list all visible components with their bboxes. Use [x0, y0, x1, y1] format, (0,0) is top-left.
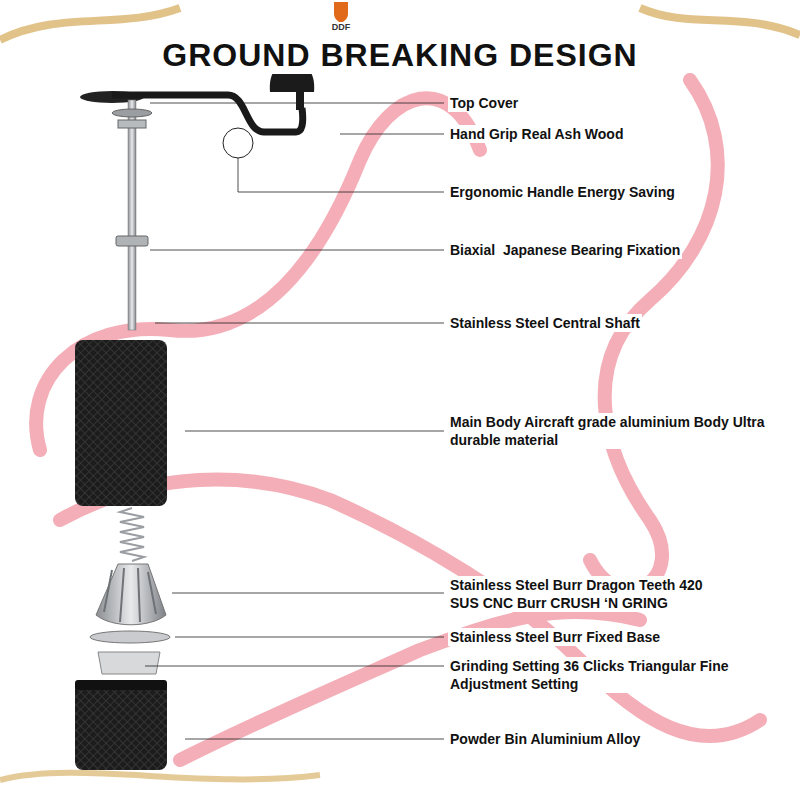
gold-ribbon — [0, 8, 180, 40]
gold-ribbon — [0, 773, 320, 780]
central-shaft — [128, 100, 136, 330]
washer — [112, 109, 152, 117]
part-label: Powder Bin Aluminium Alloy — [448, 730, 642, 748]
part-label: Biaxial Japanese Bearing Fixation — [448, 241, 682, 259]
part-label: Ergonomic Handle Energy Saving — [448, 183, 677, 201]
part-label: Stainless Steel Burr Fixed Base — [448, 628, 662, 646]
part-label: Stainless Steel Burr Dragon Teeth 420 SU… — [448, 576, 720, 612]
crank-handle — [112, 95, 303, 132]
burr — [96, 564, 166, 625]
part-label: Top Cover — [448, 94, 520, 112]
bearing — [116, 236, 148, 246]
spring — [120, 508, 144, 561]
logo-shield — [334, 2, 348, 23]
gold-ribbon — [640, 8, 800, 35]
burr-base — [90, 631, 170, 643]
knob-stem — [296, 92, 304, 110]
main-body — [75, 340, 167, 506]
leader-line — [145, 103, 444, 739]
grind-setting — [98, 652, 160, 674]
title: GROUND BREAKING DESIGN — [158, 36, 641, 74]
logo-text: DDF — [332, 22, 351, 32]
part-label: Grinding Setting 36 Clicks Triangular Fi… — [448, 657, 752, 693]
detail-circle — [223, 128, 253, 158]
washer — [118, 120, 146, 128]
part-label: Main Body Aircraft grade aluminium Body … — [448, 413, 782, 449]
powder-bin — [75, 680, 167, 770]
part-label: Hand Grip Real Ash Wood — [448, 125, 625, 143]
part-label: Stainless Steel Central Shaft — [448, 314, 642, 332]
